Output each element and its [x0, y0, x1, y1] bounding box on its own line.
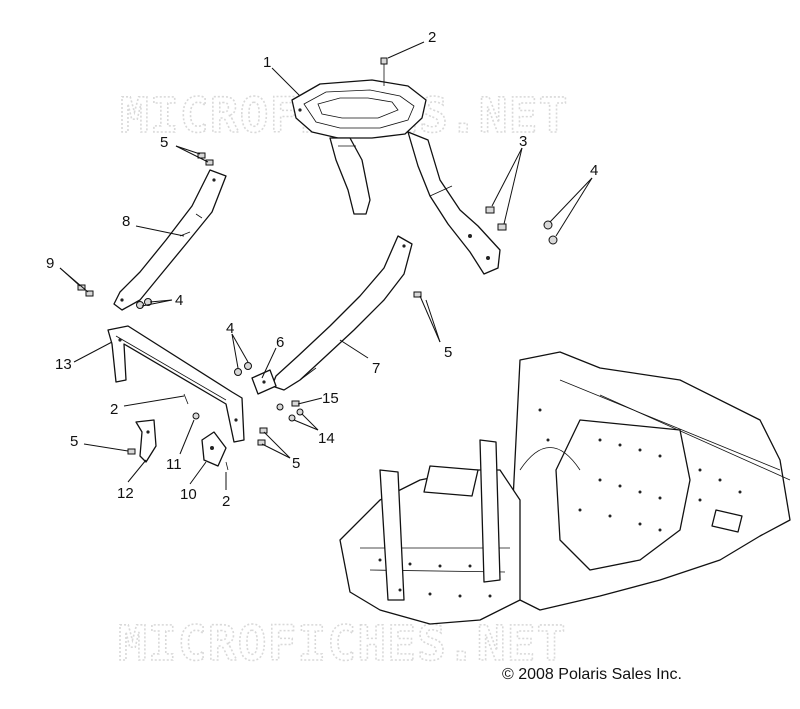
callout-2-left: 2: [110, 401, 118, 418]
part-7-right-tube: [271, 235, 413, 391]
callout-8: 8: [122, 213, 130, 230]
part-12-bracket: [135, 419, 157, 463]
callout-3: 3: [519, 133, 527, 150]
callout-2-top: 2: [428, 29, 436, 46]
callout-5-top: 5: [160, 134, 168, 151]
part-10-plate: [201, 431, 227, 467]
callout-12: 12: [117, 485, 134, 502]
callout-5-mid: 5: [292, 455, 300, 472]
leader-lines: [59, 41, 593, 490]
callout-4-top: 4: [590, 162, 598, 179]
callout-labels: 1 2 3 4 5 8 9 4 5 7 13 4 6 2 15 14 5 5 1…: [46, 29, 598, 510]
callout-14: 14: [318, 430, 335, 447]
part-8-left-tube: [113, 169, 227, 311]
callout-9: 9: [46, 255, 54, 272]
watermark-bottom: MICROFICHES.NET: [118, 616, 566, 672]
callout-7: 7: [372, 360, 380, 377]
callout-4-mid: 4: [226, 320, 234, 337]
callout-15: 15: [322, 390, 339, 407]
callout-5-right: 5: [444, 344, 452, 361]
callout-10: 10: [180, 486, 197, 503]
part-2-bolt-top: [380, 57, 388, 86]
callout-5-left: 5: [70, 433, 78, 450]
callout-4-left: 4: [175, 292, 183, 309]
callout-11: 11: [166, 456, 182, 473]
chassis-assembly: [339, 351, 791, 625]
callout-1: 1: [263, 54, 271, 71]
callout-6: 6: [276, 334, 284, 351]
callout-2-bottom: 2: [222, 493, 230, 510]
part-1-upper-support: [291, 79, 501, 275]
part-13-cross-member: [107, 325, 245, 443]
callout-13: 13: [55, 356, 72, 373]
copyright-notice: © 2008 Polaris Sales Inc.: [502, 666, 682, 683]
